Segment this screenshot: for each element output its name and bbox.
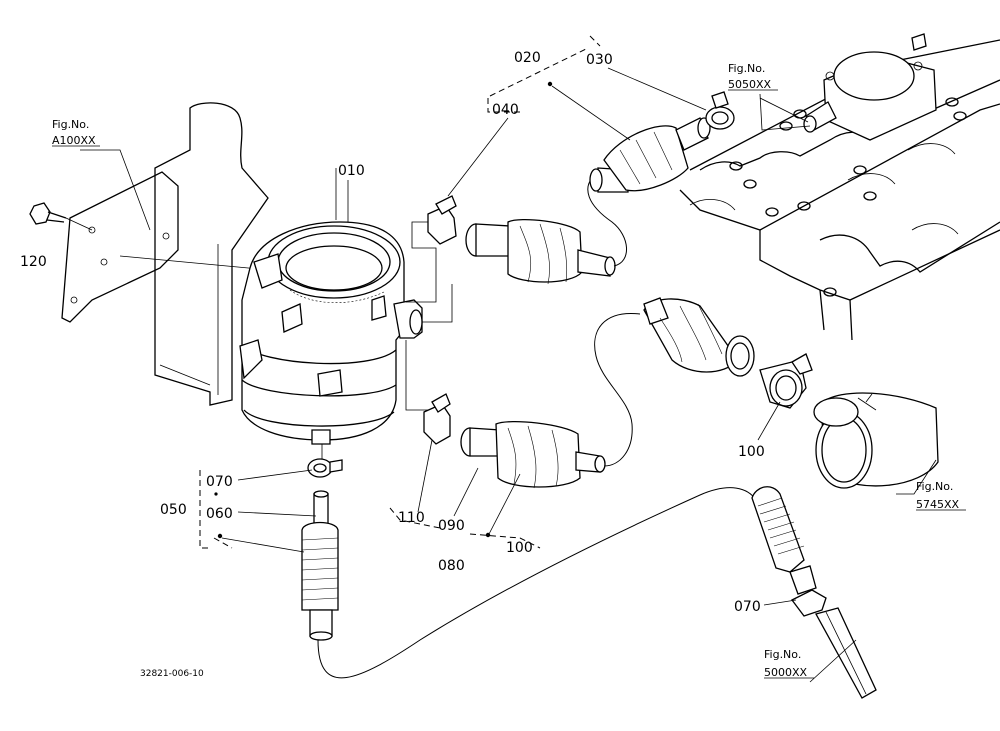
part-labels: 010 020 030 040 050 060 070 070 080 090 … <box>20 50 765 615</box>
label-010: 010 <box>338 163 365 179</box>
leader-lines <box>80 67 937 683</box>
hose-020 <box>589 117 711 193</box>
fig-ref-a100-code: A100XX <box>52 134 96 147</box>
fig-ref-5050-title: Fig.No. <box>728 62 765 75</box>
cylinder-head <box>679 33 1000 341</box>
label-080: 080 <box>438 558 465 574</box>
fig-ref-5050-code: 5050XX <box>728 78 772 91</box>
figure-references: Fig.No. A100XX Fig.No. 5050XX Fig.No. 57… <box>52 62 966 679</box>
label-050: 050 <box>160 502 187 518</box>
label-090: 090 <box>438 518 465 534</box>
label-120: 120 <box>20 254 47 270</box>
intake-pipe <box>813 392 939 489</box>
label-030: 030 <box>586 52 613 68</box>
drain-hose-assembly <box>301 458 343 641</box>
label-040: 040 <box>492 102 519 118</box>
label-060: 060 <box>206 506 233 522</box>
drawing-code: 32821-006-10 <box>140 669 204 679</box>
upper-connector-line <box>587 177 627 267</box>
upper-hose-assembly <box>427 195 616 285</box>
fig-ref-5745-title: Fig.No. <box>916 480 953 493</box>
clamp-030 <box>705 91 735 130</box>
fig-ref-5000-code: 5000XX <box>764 666 808 679</box>
bolt-120 <box>29 202 271 271</box>
drain-connector-line <box>317 487 757 679</box>
fig-ref-5745-code: 5745XX <box>916 498 960 511</box>
middle-connector-line <box>594 313 641 467</box>
fig-ref-5000-title: Fig.No. <box>764 648 801 661</box>
lower-hose-assembly <box>423 393 606 489</box>
lower-right-hose <box>751 486 877 699</box>
label-110: 110 <box>398 510 425 526</box>
label-100-right: 100 <box>738 444 765 460</box>
label-100-lower: 100 <box>506 540 533 556</box>
group-brackets <box>199 35 601 549</box>
label-070-lower: 070 <box>734 599 761 615</box>
fig-ref-a100-title: Fig.No. <box>52 118 89 131</box>
filter-housing-010 <box>239 221 423 460</box>
label-070-upper: 070 <box>206 474 233 490</box>
label-020: 020 <box>514 50 541 66</box>
middle-hose-assembly <box>643 297 813 409</box>
mounting-bracket <box>61 102 269 406</box>
